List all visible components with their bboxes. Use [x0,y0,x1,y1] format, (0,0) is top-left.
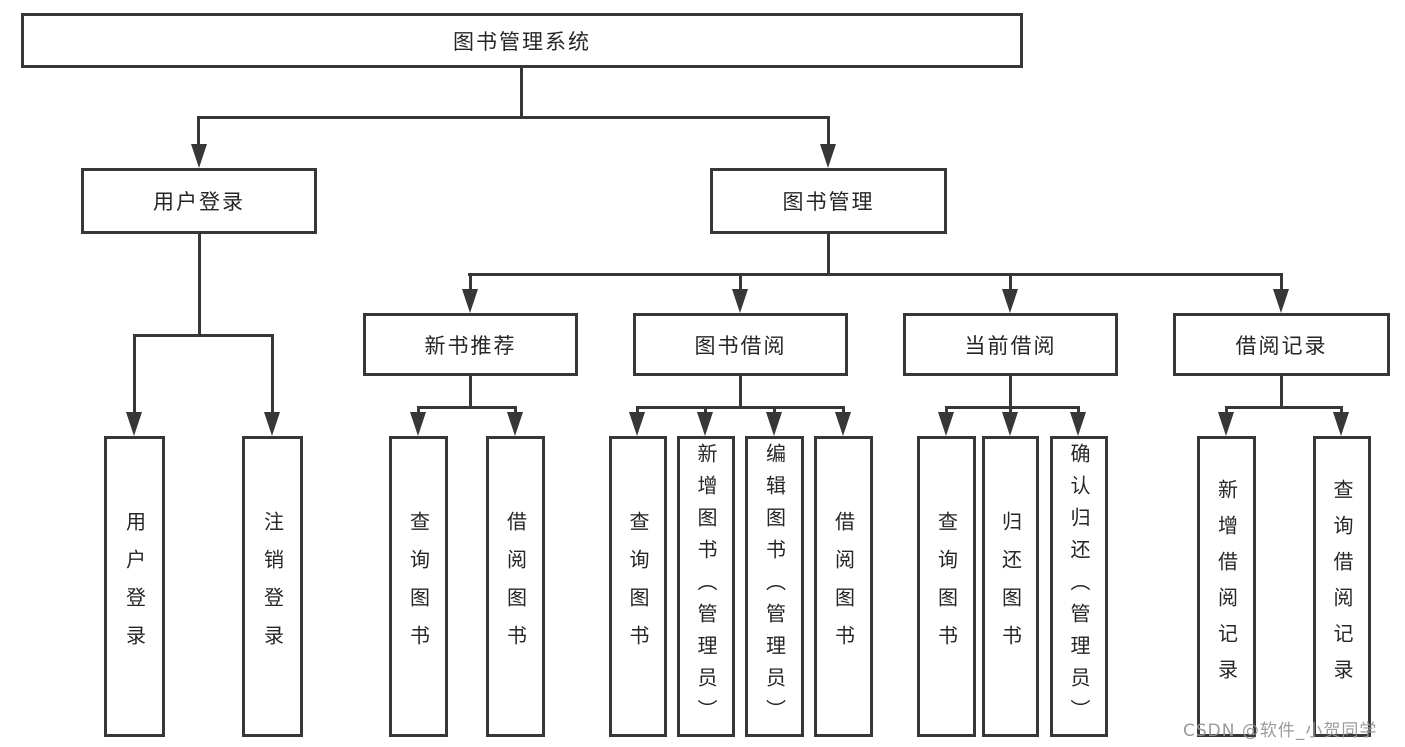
connector-line [271,334,274,422]
connector-line [1009,376,1012,409]
arrowhead-icon [264,412,280,436]
arrowhead-icon [766,412,782,436]
csdn-watermark: CSDN @软件_小贺同学 [1183,721,1378,741]
leaf-current-query-books: 查询图书 [917,436,976,737]
leaf-borrow-edit-books-admin: 编辑图书（管理员） [745,436,804,737]
leaf-logout-label: 注销登录 [260,510,285,663]
leaf-recommend-borrow-books: 借阅图书 [486,436,545,737]
leaf-borrow-query-books: 查询图书 [609,436,667,737]
leaf-borrow-query-books-label: 查询图书 [626,510,650,663]
leaf-recommend-query-books: 查询图书 [389,436,448,737]
arrowhead-icon [732,289,748,313]
connector-line [417,406,517,409]
leaf-records-query-record: 查询借阅记录 [1313,436,1371,737]
leaf-user-login-label: 用户登录 [122,510,147,663]
connector-line [827,116,830,156]
arrowhead-icon [1070,412,1086,436]
node-book-management-label: 图书管理 [782,190,875,214]
arrowhead-icon [820,144,836,168]
connector-line [739,273,742,301]
connector-line [197,116,200,156]
node-book-management: 图书管理 [710,168,947,234]
node-root-label: 图书管理系统 [453,29,591,54]
connector-line [469,376,472,409]
connector-line [469,273,472,301]
node-new-book-recommend-label: 新书推荐 [424,333,517,358]
node-root: 图书管理系统 [21,13,1023,68]
node-borrow-records-label: 借阅记录 [1235,333,1328,358]
connector-line [468,273,1283,276]
arrowhead-icon [1273,289,1289,313]
arrowhead-icon [835,412,851,436]
arrowhead-icon [629,412,645,436]
connector-line [945,406,1080,409]
leaf-current-return-books: 归还图书 [982,436,1039,737]
node-borrow-records: 借阅记录 [1173,313,1390,376]
leaf-user-login: 用户登录 [104,436,165,737]
arrowhead-icon [1333,412,1349,436]
connector-line [636,406,845,409]
connector-line [520,68,523,119]
connector-line [133,334,274,337]
leaf-records-add-record: 新增借阅记录 [1197,436,1256,737]
arrowhead-icon [462,289,478,313]
connector-line [133,334,136,422]
leaf-recommend-query-books-label: 查询图书 [406,510,431,663]
arrowhead-icon [507,412,523,436]
leaf-borrow-add-books-admin: 新增图书（管理员） [677,436,735,737]
arrowhead-icon [1218,412,1234,436]
arrowhead-icon [126,412,142,436]
leaf-borrow-edit-books-admin-label: 编辑图书（管理员） [762,442,787,731]
node-user-login: 用户登录 [81,168,317,234]
arrowhead-icon [1002,289,1018,313]
arrowhead-icon [1002,412,1018,436]
leaf-current-confirm-return-admin: 确认归还（管理员） [1050,436,1108,737]
arrowhead-icon [410,412,426,436]
node-book-borrow: 图书借阅 [633,313,848,376]
leaf-borrow-borrow-books-label: 借阅图书 [831,510,856,663]
arrowhead-icon [697,412,713,436]
arrowhead-icon [938,412,954,436]
connector-line [739,376,742,409]
leaf-current-query-books-label: 查询图书 [934,510,959,663]
connector-line [827,233,830,276]
leaf-logout: 注销登录 [242,436,303,737]
connector-line [1009,273,1012,301]
leaf-current-return-books-label: 归还图书 [998,510,1023,663]
leaf-current-confirm-return-admin-label: 确认归还（管理员） [1067,442,1091,731]
node-new-book-recommend: 新书推荐 [363,313,578,376]
leaf-recommend-borrow-books-label: 借阅图书 [503,510,528,663]
connector-line [198,233,201,337]
node-book-borrow-label: 图书借阅 [694,333,787,358]
node-current-borrow: 当前借阅 [903,313,1118,376]
leaf-records-add-record-label: 新增借阅记录 [1214,478,1239,695]
connector-line [1225,406,1343,409]
leaf-records-query-record-label: 查询借阅记录 [1330,478,1354,695]
leaf-borrow-borrow-books: 借阅图书 [814,436,873,737]
arrowhead-icon [191,144,207,168]
connector-line [1280,273,1283,301]
node-user-login-label: 用户登录 [153,190,245,214]
node-current-borrow-label: 当前借阅 [964,333,1057,358]
leaf-borrow-add-books-admin-label: 新增图书（管理员） [694,442,718,731]
connector-line [1280,376,1283,409]
connector-line [197,116,830,119]
